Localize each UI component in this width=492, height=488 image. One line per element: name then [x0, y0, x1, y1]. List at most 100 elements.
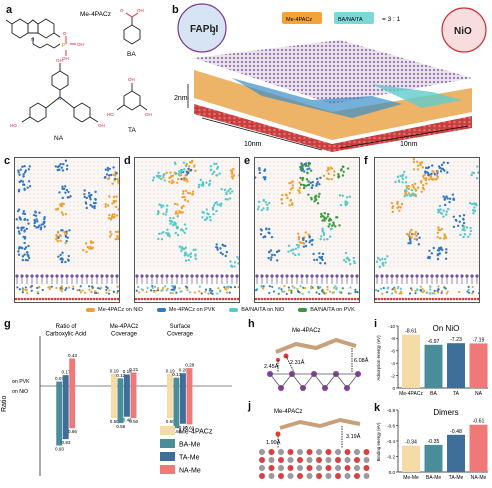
panel-label-j: j — [248, 400, 252, 412]
g-bar-nio-1-1 — [117, 386, 124, 424]
g-legend-label-2: TA-Me — [179, 455, 200, 462]
g-on-nio: on NiO — [12, 389, 28, 395]
chartK-title: Dimers — [433, 408, 458, 417]
g-bar-nio-2-1 — [124, 386, 130, 417]
g-bar-pvk-1-2 — [173, 377, 180, 386]
svg-text:1.99Å: 1.99Å — [266, 439, 281, 446]
ba-label: BA — [127, 51, 136, 58]
chartI-label-2: -7.23 — [450, 337, 462, 343]
svg-text:Me-4PACz: Me-4PACz — [292, 328, 321, 334]
g-bar-pvk-3-2 — [186, 368, 193, 386]
g-bar-nio-2-2 — [180, 386, 186, 424]
md-legend-item-1: Me-4PACz on PVK — [156, 307, 215, 313]
ta-structure — [116, 83, 148, 111]
g-legend-swatch-1 — [160, 439, 175, 448]
chartI-ylabel: Adsorption energy (eV) — [376, 335, 381, 381]
me4pacz-structure — [5, 18, 76, 56]
nio-layer — [194, 104, 472, 152]
g-label-nio-3-0: 0.66 — [68, 429, 77, 434]
g-bar-pvk-1-1 — [117, 378, 124, 386]
chartI-tick: -8 — [391, 336, 396, 341]
svg-text:OH: OH — [137, 8, 144, 13]
g-bar-nio-0-2 — [167, 386, 173, 418]
g-bar-nio-1-2 — [173, 386, 180, 429]
chartK-cat-1: BA-Me — [426, 475, 442, 481]
g-label-nio-1-1: 0.58 — [116, 424, 125, 429]
fapbi-label: FAPbI — [190, 24, 219, 35]
badge-me4pacz — [282, 12, 322, 24]
g-label-pvk-1-2: 0.13 — [172, 372, 181, 377]
chartK-bar-0 — [402, 445, 420, 472]
md-legend-item-2: BA/NA/TA on NiO — [229, 307, 284, 313]
panel-label-g: g — [4, 318, 11, 330]
md-legend-item-0: Me-4PACz on NiO — [86, 307, 143, 313]
md-snapshot-d — [134, 157, 240, 303]
g-on-pvk: on PVK — [12, 379, 30, 385]
nio-label: NiO — [454, 26, 472, 37]
md-legend: Me-4PACz on NiO Me-4PACz on PVK BA/NA/TA… — [86, 307, 369, 313]
g-bar-pvk-0-2 — [167, 373, 173, 386]
g-ylabel: Ratio — [1, 396, 8, 412]
md-snapshot-c — [14, 157, 120, 303]
dft-nio-structure: Me-4PACz 1.99Å 3.19Å — [256, 404, 374, 484]
g-bar-pvk-2-2 — [180, 373, 186, 386]
chartK-bar-1 — [424, 444, 443, 472]
ta-label: TA — [128, 127, 136, 134]
dim-width-1: 10nm — [244, 141, 262, 148]
panel-label-c: c — [4, 155, 11, 167]
ba-structure — [123, 12, 141, 45]
chartK-tick: -0.8 — [387, 408, 395, 413]
g-label-pvk-2-1: 0.18 — [123, 369, 132, 374]
g-label-pvk-2-2: 0.20 — [179, 368, 188, 373]
chartI-bar-2 — [447, 343, 465, 388]
chartI-tick: -10 — [388, 324, 395, 329]
chartI-label-0: -8.61 — [405, 329, 417, 335]
g-label-nio-2-2: 0.59 — [179, 425, 188, 430]
g-legend-swatch-3 — [160, 465, 175, 474]
g-label-pvk-0-2: 0.19 — [166, 368, 175, 373]
slab-model: 2nm 10nm 10nm FAPbI 3 NiO Me-4PACz BA/NA… — [174, 3, 487, 152]
dim-width-2: 10nm — [400, 141, 418, 148]
svg-text:OH: OH — [62, 56, 69, 61]
chartK-bar-2 — [447, 434, 465, 472]
me4pacz-label: Me-4PACz — [80, 11, 111, 18]
g-label-pvk-3-0: 0.43 — [68, 353, 77, 358]
g-group-title-1: Coverage — [111, 332, 138, 338]
dim-height: 2nm — [174, 95, 188, 102]
chartK-tick: -0.2 — [387, 454, 395, 459]
g-legend-label-1: BA-Me — [179, 442, 201, 449]
chartI-tick: -4 — [391, 361, 396, 366]
chartK-tick: -0.6 — [387, 423, 395, 428]
g-label-nio-2-0: 0.83 — [62, 440, 71, 445]
svg-text:BA/NA/TA: BA/NA/TA — [338, 17, 363, 23]
panel-label-b: b — [172, 4, 179, 16]
panel-label-k: k — [374, 402, 381, 414]
chartI-label-1: -6.97 — [428, 339, 440, 345]
g-label-pvk-1-1: 0.12 — [116, 373, 125, 378]
svg-text:2.31Å: 2.31Å — [290, 359, 305, 366]
g-group-title-1: Me-4PACz — [110, 324, 139, 330]
panel-label-e: e — [244, 155, 251, 167]
chartK-label-3: -0.61 — [473, 419, 485, 425]
chartI-tick: 0 — [392, 386, 395, 391]
svg-text:HO: HO — [10, 123, 17, 128]
chartI-cat-0: Me-4PACz — [399, 391, 423, 397]
chartK-label-1: -0.35 — [428, 439, 440, 445]
svg-text:OH: OH — [56, 58, 63, 63]
g-bar-nio-3-0 — [69, 386, 76, 429]
g-label-pvk-3-1: 0.21 — [129, 367, 138, 372]
chartK-bar-3 — [469, 424, 488, 472]
panel-label-a: a — [6, 4, 13, 16]
g-label-nio-1-0: 0.93 — [55, 447, 64, 452]
phosphorus-atom: P — [62, 43, 66, 49]
svg-text:O: O — [63, 31, 67, 36]
panel-label-f: f — [364, 155, 368, 167]
g-label-pvk-3-2: 0.28 — [185, 363, 194, 368]
g-bar-pvk-3-1 — [130, 372, 137, 386]
panel-label-h: h — [248, 318, 255, 330]
chartI-cat-3: NA — [475, 391, 483, 397]
svg-text:OH: OH — [77, 42, 84, 47]
nio-bubble — [441, 7, 487, 53]
